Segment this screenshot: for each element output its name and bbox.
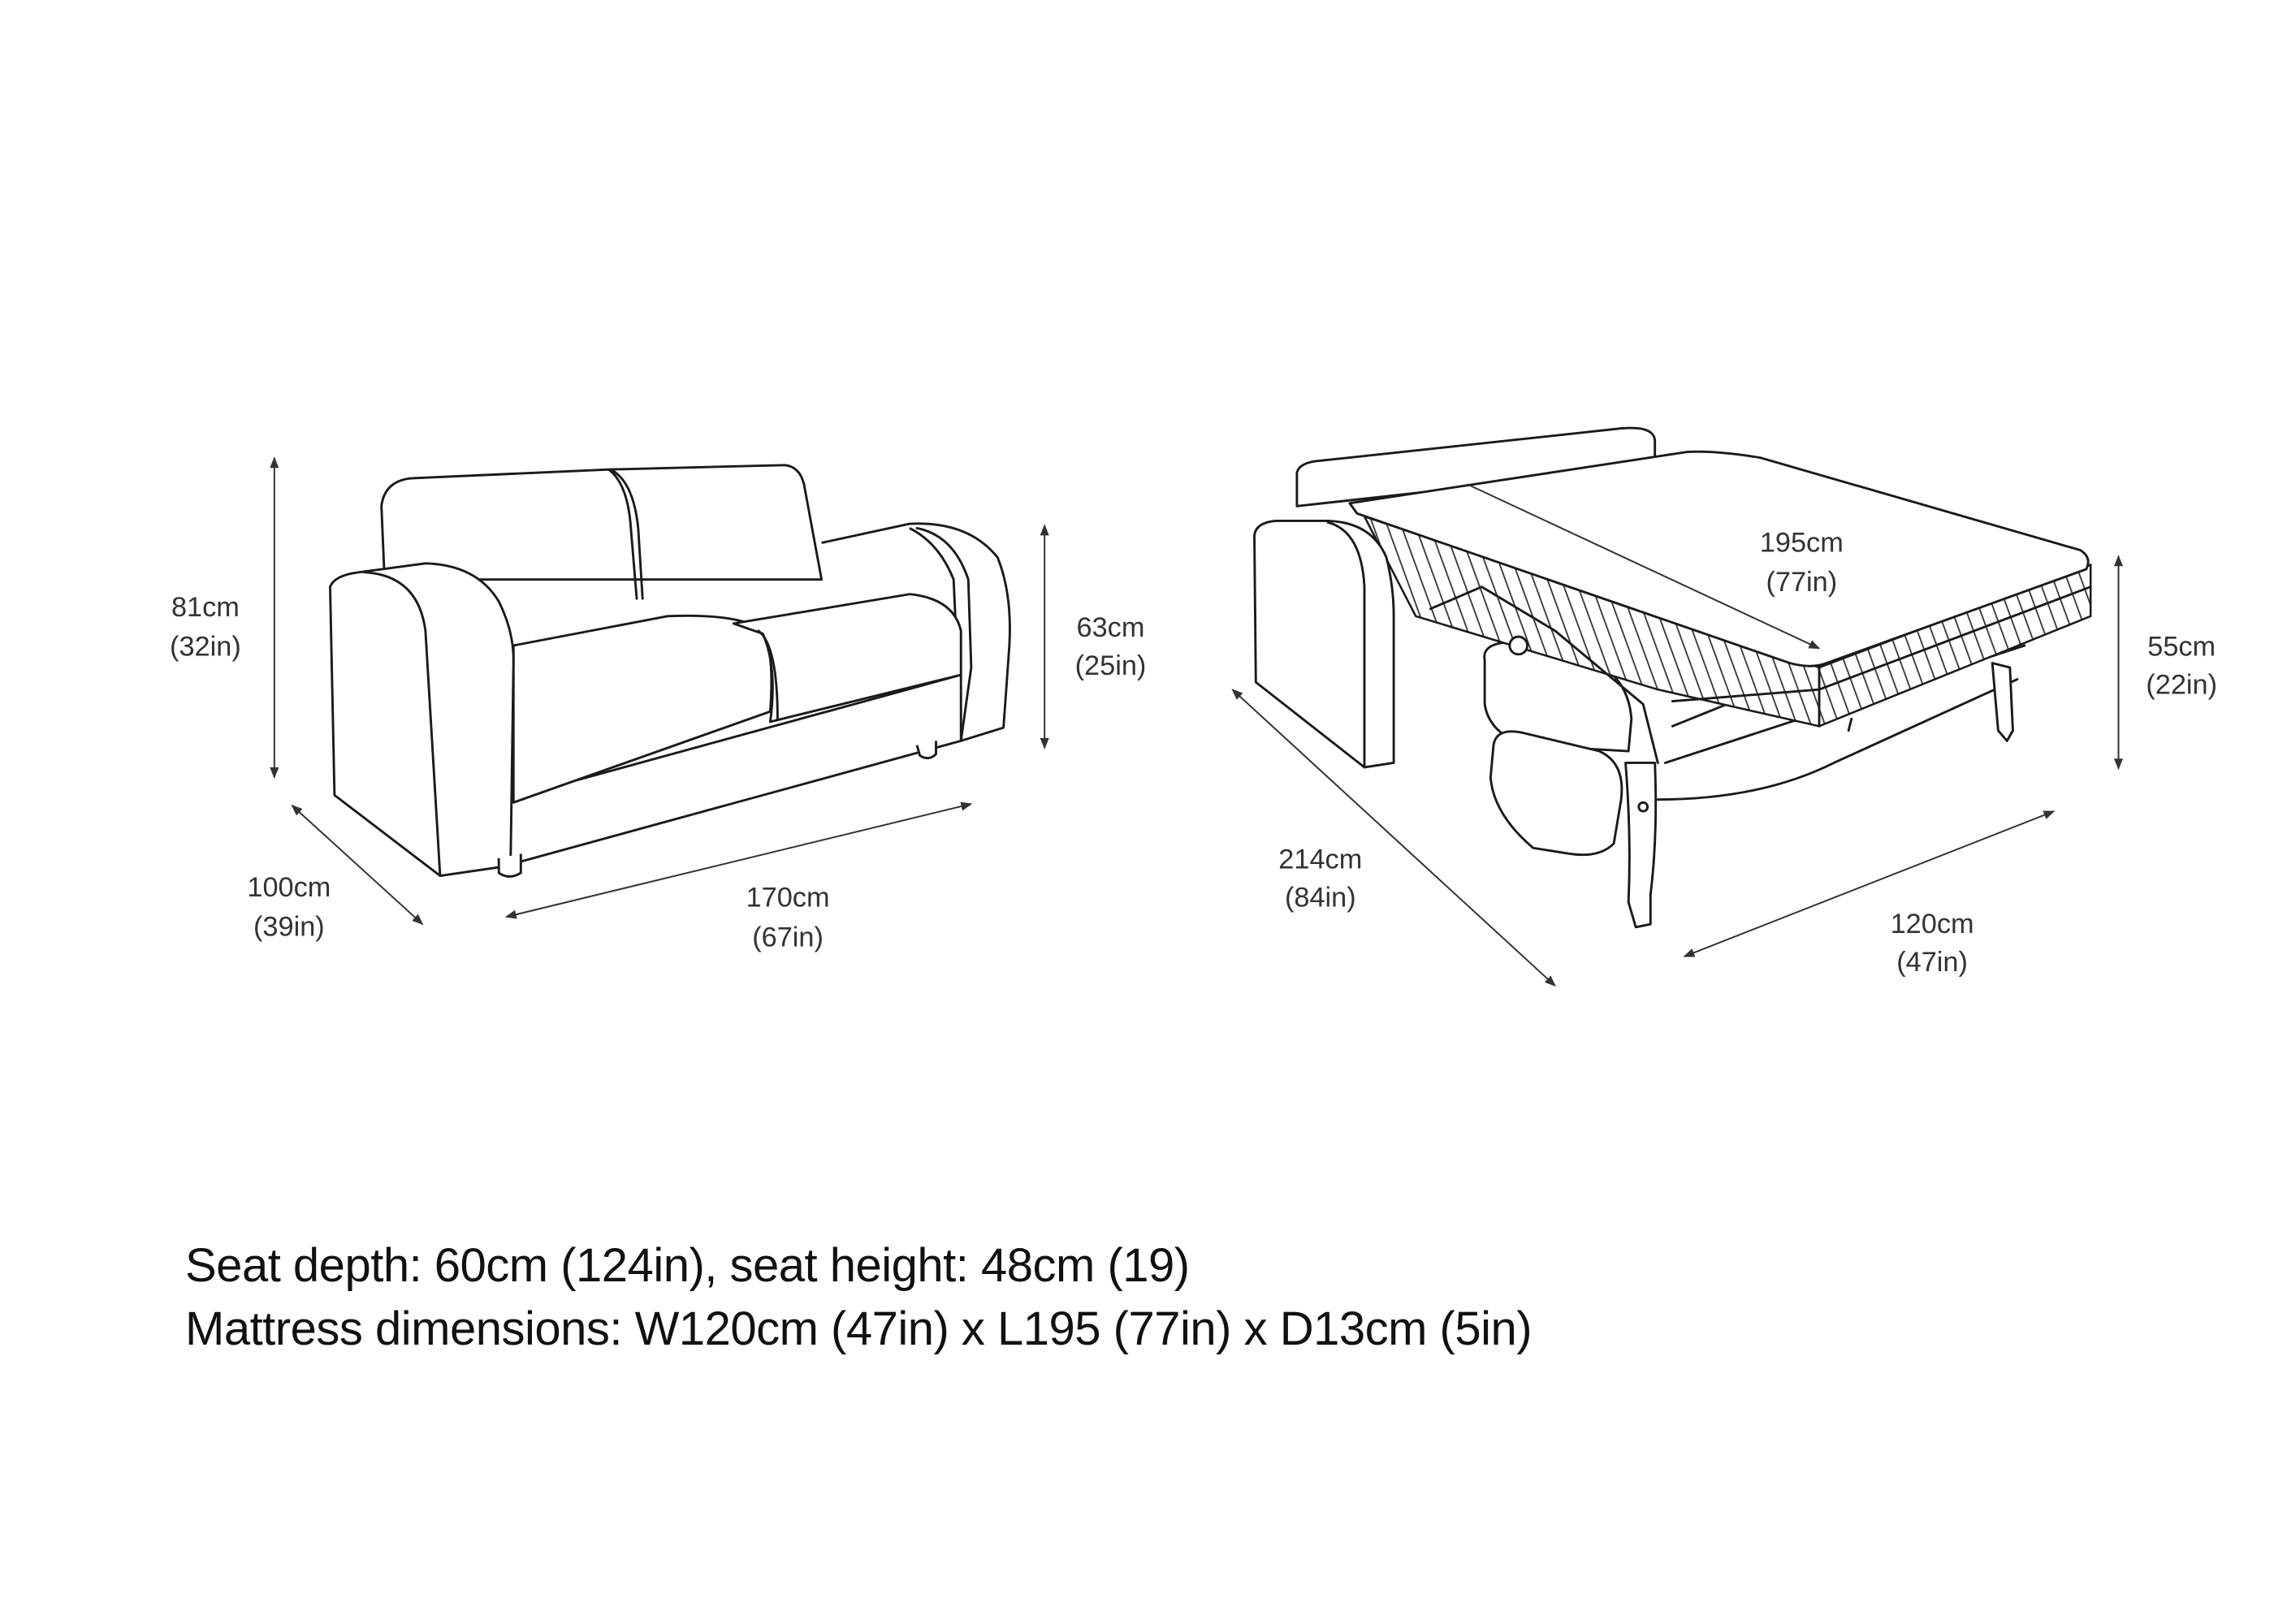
sofa-arm-height-cm: 63cm bbox=[1077, 612, 1145, 643]
bed-width-in: (47in) bbox=[1896, 947, 1968, 978]
bed-length-in: (77in) bbox=[1766, 567, 1837, 598]
bed-height-cm: 55cm bbox=[2147, 632, 2216, 663]
seat-dimensions-note: Seat depth: 60cm (124in), seat height: 4… bbox=[185, 1239, 1190, 1292]
sofa-depth-in: (39in) bbox=[253, 912, 325, 943]
sofa-arm-height-in: (25in) bbox=[1075, 650, 1147, 681]
sofa-width-arrow bbox=[504, 801, 973, 919]
sofa-height-in: (32in) bbox=[170, 632, 241, 663]
bed-width-cm: 120cm bbox=[1891, 909, 1974, 939]
bed-total-length-arrow bbox=[1231, 689, 1556, 987]
bed-total-length-cm: 214cm bbox=[1278, 844, 1362, 875]
sofa-depth-arrow bbox=[291, 804, 424, 926]
sofa-depth-cm: 100cm bbox=[247, 872, 331, 903]
bed-total-length-in: (84in) bbox=[1285, 883, 1356, 914]
bed-height-in: (22in) bbox=[2146, 670, 2217, 701]
sofa-bed-illustration bbox=[1253, 426, 2092, 929]
sofa-width-cm: 170cm bbox=[746, 883, 830, 914]
bed-length-cm: 195cm bbox=[1760, 527, 1844, 558]
mattress-dimensions-note: Mattress dimensions: W120cm (47in) x L19… bbox=[185, 1302, 1533, 1355]
sofa-illustration bbox=[329, 464, 1011, 878]
sofa-height-cm: 81cm bbox=[171, 592, 240, 623]
sofa-width-in: (67in) bbox=[752, 922, 824, 952]
dimension-notes: Seat depth: 60cm (124in), seat height: 4… bbox=[185, 1234, 1533, 1361]
bed-length-line bbox=[1467, 483, 1821, 650]
bed-width-arrow bbox=[1683, 810, 2056, 957]
